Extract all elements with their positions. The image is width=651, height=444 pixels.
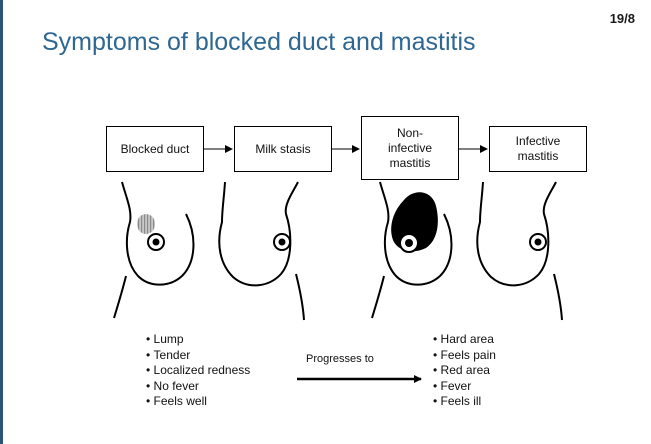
- list-item: No fever: [146, 379, 250, 395]
- early-symptom-list: Lump Tender Localized redness No fever F…: [146, 332, 250, 410]
- nipple-icon: [405, 239, 413, 247]
- list-item: Hard area: [433, 332, 496, 348]
- torso-line: [554, 274, 562, 320]
- late-symptom-list: Hard area Feels pain Red area Fever Feel…: [433, 332, 496, 410]
- list-item: Feels ill: [433, 394, 496, 410]
- list-item: Feels pain: [433, 348, 496, 364]
- list-item: Localized redness: [146, 363, 250, 379]
- list-item: Feels well: [146, 394, 250, 410]
- list-item: Fever: [433, 379, 496, 395]
- breast-outline-icon: [477, 182, 556, 285]
- nipple-icon: [535, 239, 542, 246]
- nipple-icon: [153, 239, 160, 246]
- torso-line: [296, 274, 304, 320]
- torso-line: [372, 276, 384, 318]
- nipple-icon: [279, 239, 286, 246]
- breast-pair-right: [372, 182, 562, 320]
- list-item: Red area: [433, 363, 496, 379]
- breast-pair-left: [114, 182, 304, 320]
- torso-line: [114, 276, 126, 318]
- list-item: Tender: [146, 348, 250, 364]
- list-item: Lump: [146, 332, 250, 348]
- breast-outline-icon: [219, 182, 298, 285]
- progression-label: Progresses to: [306, 353, 374, 365]
- lump-icon: [137, 214, 155, 234]
